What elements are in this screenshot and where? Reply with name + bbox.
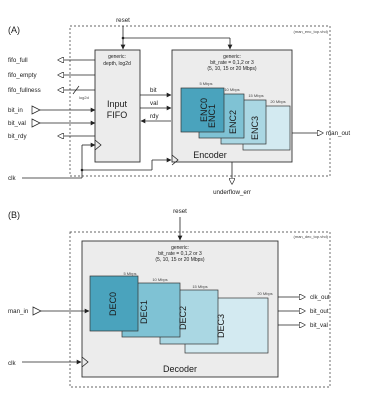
fifo-generic-params: depth, log2d xyxy=(103,61,131,67)
dec0-card xyxy=(89,275,139,332)
fifo-title-line2: FIFO xyxy=(107,110,128,120)
dec1-label: DEC1 xyxy=(139,300,149,324)
input-marker-bit-in xyxy=(31,105,41,115)
enc-rate-3: 20 Mbps xyxy=(270,99,285,104)
port-fifo-full: fifo_full xyxy=(8,57,28,64)
encoder-top-boundary xyxy=(69,25,331,177)
reset-label-b: reset xyxy=(173,208,187,215)
enc1-label: ENC1 xyxy=(207,104,217,128)
enc0-label: ENC0 xyxy=(199,98,209,122)
fifo-title-line1: Input xyxy=(107,99,128,109)
clk-label-a: clk xyxy=(8,175,16,182)
enc-rate-2: 15 Mbps xyxy=(248,93,263,98)
sig-val: val xyxy=(150,100,158,107)
input-marker-bit-val xyxy=(31,118,41,128)
bus-width-label: log2d xyxy=(79,95,89,100)
decoder-generic-line2: (5, 10, 15 or 20 Mbps) xyxy=(155,257,205,263)
clk-junction-a xyxy=(80,168,84,172)
left-ports-a: fifo_full fifo_empty fifo_fullness log2d… xyxy=(8,57,96,140)
port-bit-val: bit_val xyxy=(8,120,26,127)
reset-junction-a xyxy=(121,36,125,40)
encoder-title: Encoder xyxy=(193,150,227,160)
dec-rate-3: 20 Mbps xyxy=(257,291,272,296)
panel-b-tag: (B) xyxy=(8,210,20,220)
port-bit-val-out: bit_val xyxy=(310,322,328,329)
encoder-generic-line2: (5, 10, 15 or 20 Mbps) xyxy=(207,66,257,72)
decoder-generic-line1: bit_rate = 0,1,2 or 3 xyxy=(158,251,202,257)
port-bit-rdy: bit_rdy xyxy=(8,133,27,140)
encoder-generic-label: generic: xyxy=(223,54,241,60)
port-man-in: man_in xyxy=(8,308,29,315)
dec-rate-1: 10 Mbps xyxy=(152,277,167,282)
port-clk-out: clk_out xyxy=(310,294,330,301)
panel-a-tag: (A) xyxy=(8,25,20,35)
port-fifo-fullness: fifo_fullness xyxy=(8,87,41,94)
fifo-generic-label: generic: xyxy=(108,54,126,60)
encoder-top-file-label: (man_enc_top.vhd) xyxy=(294,29,329,34)
enc-rate-1: 10 Mbps xyxy=(224,87,239,92)
decoder-clock-symbol xyxy=(81,356,89,368)
encoder-generic-line1: bit_rate = 0,1,2 or 3 xyxy=(210,60,254,66)
sig-rdy: rdy xyxy=(150,113,160,120)
dec2-label: DEC2 xyxy=(178,306,188,330)
dec0-label: DEC0 xyxy=(108,292,118,316)
clk-label-b: clk xyxy=(8,360,16,367)
enc2-label: ENC2 xyxy=(228,110,238,134)
port-man-out: man_out xyxy=(326,130,350,137)
dec-rate-0: 5 Mbps xyxy=(123,271,136,276)
dec-rate-2: 15 Mbps xyxy=(192,284,207,289)
enc-rate-0: 5 Mbps xyxy=(199,81,212,86)
reset-label-a: reset xyxy=(116,17,130,24)
dec3-label: DEC3 xyxy=(216,314,226,338)
bus-slash xyxy=(72,85,80,95)
decoder-generic-label: generic: xyxy=(171,245,189,251)
port-bit-out: bit_out xyxy=(310,308,329,315)
encoder-clock-symbol xyxy=(171,154,179,166)
input-fifo-block xyxy=(94,49,141,163)
enc0-card xyxy=(180,87,225,133)
panel-b: (B) (man_dec_top.vhd) reset generic: bit… xyxy=(8,208,331,388)
decoder-top-file-label: (man_dec_top.vhd) xyxy=(294,234,329,239)
port-fifo-empty: fifo_empty xyxy=(8,72,37,79)
sig-bit: bit xyxy=(150,87,157,94)
panel-a: (A) (man_enc_top.vhd) reset generic: dep… xyxy=(8,17,350,196)
decoder-top-boundary xyxy=(69,231,331,388)
fifo-clock-symbol xyxy=(94,139,102,151)
input-marker-man-in xyxy=(32,306,42,316)
decoder-title: Decoder xyxy=(163,364,197,374)
enc3-label: ENC3 xyxy=(250,116,260,140)
port-bit-in: bit_in xyxy=(8,107,23,114)
port-underflow-err: underflow_err xyxy=(213,189,251,196)
